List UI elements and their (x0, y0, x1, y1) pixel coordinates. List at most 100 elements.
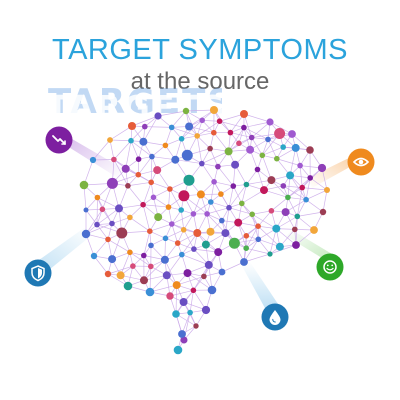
network-node (215, 163, 221, 170)
network-edge (85, 223, 113, 235)
network-node (216, 118, 223, 124)
network-node (154, 112, 162, 120)
network-node (249, 211, 255, 218)
network-edge (157, 110, 187, 117)
network-edge (131, 115, 159, 127)
network-edge (150, 156, 153, 183)
network-node (307, 175, 314, 181)
network-node (141, 252, 147, 259)
network-edge (201, 148, 211, 164)
network-node (104, 270, 112, 278)
network-node (211, 129, 217, 136)
network-edge (214, 181, 234, 187)
network-edge (310, 177, 328, 191)
trend-down-icon (52, 135, 66, 145)
network-edge (151, 182, 171, 190)
network-node (193, 229, 202, 237)
network-edge (287, 177, 311, 198)
network-node (204, 211, 210, 217)
network-node (210, 106, 218, 114)
network-node (288, 130, 296, 138)
network-edge (149, 223, 172, 232)
network-node (285, 194, 291, 201)
callout-trend (45, 126, 73, 154)
network-edge (206, 207, 230, 215)
network-node (168, 124, 175, 131)
network-node (299, 184, 306, 191)
network-edge (228, 184, 247, 208)
beam-purple (60, 132, 122, 178)
network-edge (102, 209, 113, 224)
network-node (231, 160, 240, 169)
network-edge (97, 197, 120, 209)
network-edge (201, 120, 215, 133)
network-node (292, 226, 298, 233)
network-edge (246, 169, 258, 185)
network-node (259, 152, 266, 159)
network-edge (210, 201, 230, 208)
network-edge (181, 254, 209, 266)
network-node (107, 137, 113, 143)
network-edge (171, 127, 198, 137)
network-node (260, 186, 268, 195)
network-node (281, 208, 290, 217)
network-node (204, 260, 213, 269)
network-node (193, 323, 199, 329)
network-edge (295, 229, 315, 246)
network-edge (251, 214, 259, 240)
network-edge (305, 199, 324, 213)
network-edge (276, 158, 301, 166)
network-node (179, 298, 188, 306)
network-edge (181, 120, 203, 140)
network-edge (305, 189, 328, 200)
network-edge (232, 185, 243, 204)
network-node (234, 218, 243, 227)
network-edge (201, 163, 215, 182)
network-node (185, 122, 194, 131)
network-node (79, 180, 89, 190)
network-edge (243, 121, 271, 128)
page-subtitle: at the source (130, 68, 270, 95)
network-node (268, 208, 275, 214)
network-edge (153, 196, 169, 208)
network-node (116, 271, 125, 280)
network-edge (271, 179, 289, 198)
network-node (267, 176, 276, 185)
network-node (196, 190, 205, 199)
network-node (248, 134, 255, 141)
network-node (227, 129, 234, 136)
network-edge (93, 255, 109, 275)
network-node (162, 142, 169, 149)
network-node (224, 147, 233, 156)
network-node (243, 245, 249, 251)
network-edge (196, 135, 203, 164)
network-node (145, 287, 155, 297)
network-edge (206, 213, 226, 234)
network-node (236, 140, 242, 147)
network-edge (251, 121, 271, 138)
network-node (303, 196, 309, 203)
network-node (187, 309, 193, 316)
network-node (139, 137, 148, 146)
network-node (230, 183, 237, 189)
network-node (191, 246, 197, 252)
network-edge (271, 197, 289, 212)
network-node (169, 221, 175, 227)
network-node (275, 242, 284, 251)
network-node (94, 194, 101, 201)
network-node (319, 208, 327, 216)
network-node (90, 252, 98, 260)
network-edge (143, 231, 151, 256)
network-edge (144, 126, 172, 128)
network-edge (196, 135, 211, 149)
network-node (266, 118, 274, 126)
network-edge (189, 290, 194, 313)
network-node (150, 194, 157, 201)
network-edge (230, 132, 252, 138)
network-node (171, 155, 180, 164)
network-edge (219, 120, 245, 128)
network-edge (109, 139, 132, 142)
network-edge (125, 140, 132, 169)
network-edge (171, 223, 178, 244)
network-edge (228, 127, 245, 152)
